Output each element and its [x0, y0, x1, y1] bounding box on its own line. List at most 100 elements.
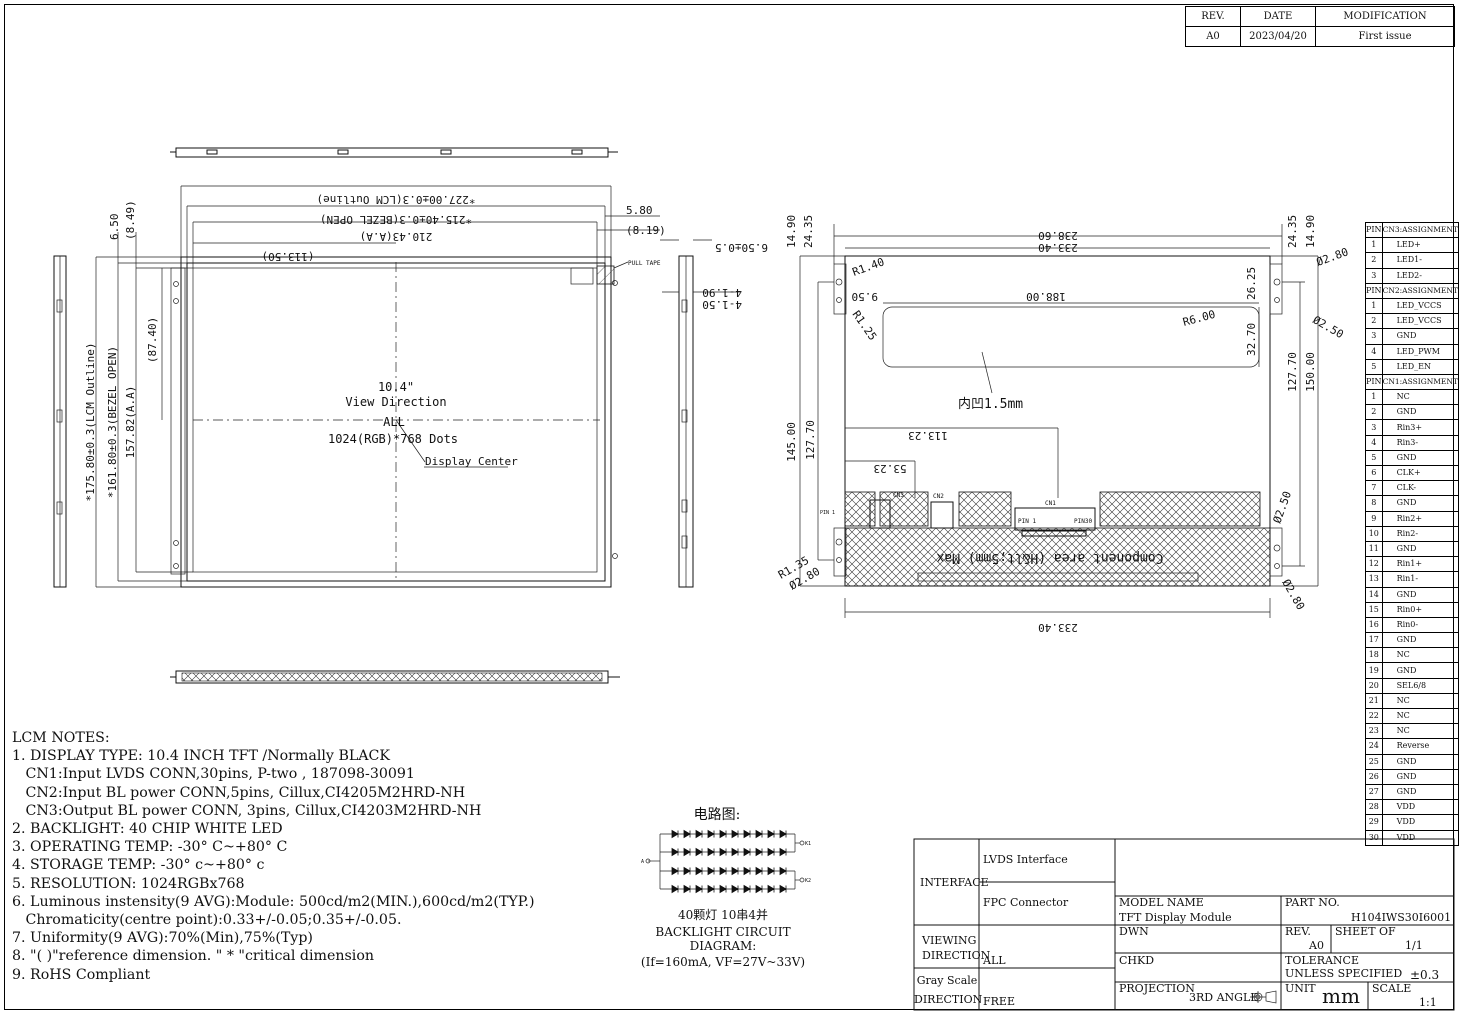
pin-number: 13: [1365, 571, 1383, 588]
sheet-label: SHEET OF: [1335, 925, 1396, 938]
note-line: 8. "( )"reference dimension. " * "critic…: [12, 948, 375, 965]
note-line: Chromaticity(centre point):0.33+/-0.05;0…: [12, 912, 402, 929]
pin-signal: LED+: [1381, 237, 1459, 254]
circuit-k1-label: K1: [805, 841, 811, 847]
led-diode-icon: [695, 884, 703, 894]
circuit-caption-cn: 40颗灯 10串4并: [678, 908, 768, 922]
pin-number: 12: [1365, 556, 1383, 573]
pin-number: 5: [1365, 449, 1383, 467]
led-diode-icon: [767, 829, 775, 839]
dim-14-90-left: 14.90: [785, 215, 798, 248]
pin-number: 28: [1365, 799, 1383, 816]
backlight-circuit: A K1 K2: [641, 829, 811, 894]
cn2-pin-header: PIN: [1365, 282, 1383, 299]
pin-signal: CLK-: [1381, 480, 1459, 497]
led-diode-icon: [731, 866, 739, 876]
pin-signal: GND: [1381, 449, 1459, 467]
pin-signal: Reverse: [1381, 738, 1459, 755]
led-diode-icon: [695, 847, 703, 857]
pin-signal: Rin2-: [1381, 525, 1459, 542]
dim-233-40-bottom: 233.40: [1038, 621, 1078, 634]
pin-number: 8: [1365, 495, 1383, 512]
pin-number: 17: [1365, 632, 1383, 649]
lcm-outline: [180, 256, 612, 588]
pin-signal: LED2-: [1381, 267, 1459, 284]
note-line: 4. STORAGE TEMP: -30° c~+80° c: [12, 857, 265, 874]
dim-8-19: (8.19): [626, 224, 666, 237]
scale-label: SCALE: [1372, 982, 1412, 995]
side-view: 6.50±0.5 4-1.90 4-1.50: [660, 239, 768, 588]
projection-value: 3RD ANGLE: [1189, 991, 1259, 1004]
pin-number: 11: [1365, 540, 1383, 558]
led-diode-icon: [743, 884, 751, 894]
cn3-pin-header: PIN: [1365, 221, 1383, 239]
dim-5-80: 5.80: [626, 204, 653, 217]
dim-145-00: 145.00: [785, 422, 798, 462]
led-diode-icon: [779, 866, 787, 876]
pin-signal: NC: [1381, 723, 1459, 740]
circuit-k2-label: K2: [805, 878, 811, 884]
pin-signal: LED_EN: [1381, 358, 1459, 375]
cn1-pin30-label: PIN30: [1074, 518, 1092, 525]
pin-number: 3: [1365, 267, 1383, 284]
dim-r6-00: R6.00: [1181, 308, 1216, 329]
pin-signal: SEL6/8: [1381, 677, 1459, 694]
cn3-pin1-label: PIN 1: [820, 510, 835, 516]
pin-signal: Rin2+: [1381, 510, 1459, 527]
lvds-interface: LVDS Interface: [983, 853, 1068, 866]
pin-number: 2: [1365, 313, 1383, 330]
dim-aa-height: 157.82(A.A): [124, 386, 137, 459]
dim-phi2-80-bottom-right: Ø2.80: [1279, 577, 1307, 612]
led-diode-icon: [695, 866, 703, 876]
led-diode-icon: [767, 847, 775, 857]
dim-188-00: 188.00: [1026, 290, 1066, 303]
gray-scale-direction-value: FREE: [983, 995, 1015, 1008]
led-diode-icon: [683, 829, 691, 839]
led-diode-icon: [683, 866, 691, 876]
dim-lcm-outline-width: *227.00±0.3(LCM Outline): [317, 193, 476, 206]
led-diode-icon: [779, 847, 787, 857]
pin-number: 15: [1365, 601, 1383, 618]
cn3-label: CN3: [893, 492, 904, 499]
pin-signal: GND: [1381, 662, 1459, 679]
pin-number: 4: [1365, 343, 1383, 360]
dim-4-1-90: 4-1.90: [702, 286, 742, 299]
dim-9-50: 9.50: [852, 290, 879, 303]
dim-113-23: 113.23: [908, 429, 948, 442]
model-name-value: TFT Display Module: [1119, 911, 1232, 924]
component-area-label: Component area (H&lt;5mm) Max: [936, 550, 1163, 565]
sheet-value: 1/1: [1405, 939, 1423, 952]
part-no-label: PART NO.: [1285, 896, 1340, 909]
viewing-direction-value: ALL: [983, 954, 1006, 967]
note-line: 1. DISPLAY TYPE: 10.4 INCH TFT /Normally…: [12, 748, 390, 765]
cn1-assignment-header: CN1:ASSIGNMENT: [1381, 373, 1459, 391]
cn3-assignment-header: CN3:ASSIGNMENT: [1381, 221, 1459, 239]
dim-6-50: 6.50: [108, 214, 121, 241]
pin-number: 14: [1365, 586, 1383, 603]
cn2-connector: [930, 501, 954, 529]
pin-signal: Rin3-: [1381, 434, 1459, 451]
pin-number: 22: [1365, 707, 1383, 725]
pin-number: 16: [1365, 616, 1383, 634]
unit-label: UNIT: [1285, 982, 1316, 995]
led-diode-icon: [707, 847, 715, 857]
led-diode-icon: [731, 829, 739, 839]
cn1-label: CN1: [1045, 500, 1056, 507]
dim-r1-40: R1.40: [851, 255, 887, 279]
pin-number: 2: [1365, 404, 1383, 421]
pin-signal: LED_VCCS: [1381, 313, 1459, 330]
pin-number: 5: [1365, 358, 1383, 375]
